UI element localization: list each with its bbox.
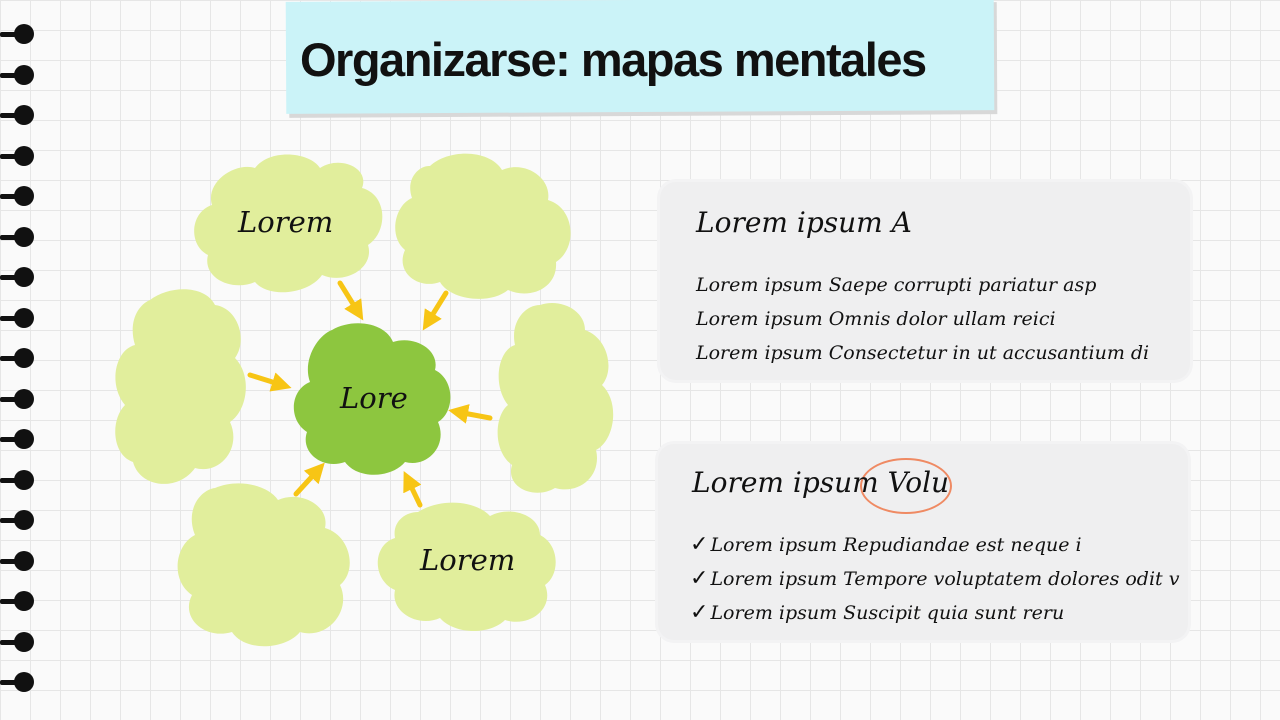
cloud-node-center: Lore: [293, 323, 451, 475]
cloud-node-top-left: Lorem: [194, 154, 383, 293]
page-title: Organizarse: mapas mentales: [300, 33, 927, 86]
spiral-wire: [0, 356, 22, 361]
spiral-wire: [0, 639, 22, 645]
arrow-from-right: [448, 404, 493, 424]
spiral-hole: [14, 388, 34, 409]
spiral-hole: [14, 105, 34, 125]
center-node-label: Lore: [339, 381, 408, 415]
spiral-hole: [14, 226, 34, 247]
spiral-wire: [0, 275, 22, 280]
list-item: Lorem ipsum Saepe corrupti pariatur asp: [696, 274, 1097, 296]
arrow-from-bottom-left: [293, 462, 325, 497]
checklist-item: ✓Lorem ipsum Repudiandae est neque i: [690, 528, 1179, 562]
card-a-list: Lorem ipsum Saepe corrupti pariatur asp …: [696, 268, 1149, 370]
spiral-wire: [0, 72, 22, 78]
connector-arrows: [247, 280, 493, 508]
card-b-heading: Lorem ipsum Volu: [692, 466, 950, 499]
cloud-node-bottom-right: Lorem: [377, 502, 556, 632]
spiral-wire: [0, 194, 22, 199]
spiral-wire: [0, 558, 22, 564]
spiral-hole: [14, 267, 34, 287]
cloud-node-label: Lorem: [237, 205, 333, 239]
list-item: Lorem ipsum Omnis dolor ullam reici: [696, 308, 1056, 330]
spiral-ring: [0, 225, 36, 249]
cloud-node-top-right: [395, 153, 571, 299]
spiral-ring: [0, 630, 36, 654]
spiral-hole: [14, 145, 34, 166]
spiral-hole: [14, 550, 34, 571]
cloud-node-bottom-left: [177, 483, 350, 647]
card-a-heading: Lorem ipsum A: [696, 206, 912, 239]
spiral-ring: [0, 144, 36, 168]
spiral-ring: [0, 184, 36, 208]
spiral-hole: [14, 429, 34, 449]
spiral-ring: [0, 265, 36, 289]
spiral-hole: [14, 672, 34, 692]
arrow-from-top-right: [422, 290, 449, 331]
list-item: Lorem ipsum Consectetur in ut accusantiu…: [696, 342, 1150, 364]
spiral-ring: [0, 22, 36, 46]
arrow-from-left: [247, 372, 292, 392]
spiral-hole: [14, 348, 34, 368]
cloud-node-left: [115, 289, 246, 484]
cloud-node-label: Lorem: [419, 543, 515, 577]
notebook-spiral-binding: [0, 22, 40, 702]
spiral-hole: [14, 186, 34, 206]
spiral-ring: [0, 103, 36, 127]
spiral-wire: [0, 599, 22, 604]
spiral-wire: [0, 153, 22, 159]
info-card-a: Lorem ipsum A Lorem ipsum Saepe corrupti…: [660, 182, 1190, 380]
circle-highlight: [860, 458, 952, 514]
card-b-checklist: ✓Lorem ipsum Repudiandae est neque i ✓Lo…: [690, 528, 1179, 630]
check-icon: ✓: [690, 532, 709, 557]
info-card-b: Lorem ipsum Volu ✓Lorem ipsum Repudianda…: [658, 444, 1188, 640]
check-icon: ✓: [690, 600, 709, 625]
spiral-ring: [0, 346, 36, 370]
spiral-ring: [0, 508, 36, 532]
spiral-ring: [0, 306, 36, 330]
checklist-item: ✓Lorem ipsum Tempore voluptatem dolores …: [690, 562, 1179, 596]
check-icon: ✓: [690, 566, 709, 591]
cloud-node-right: [497, 302, 614, 493]
spiral-ring: [0, 589, 36, 613]
arrow-from-top-left: [337, 280, 364, 321]
spiral-wire: [0, 113, 22, 118]
spiral-hole: [14, 510, 34, 530]
spiral-ring: [0, 427, 36, 451]
spiral-ring: [0, 468, 36, 492]
spiral-ring: [0, 387, 36, 411]
checklist-item-text: Lorem ipsum Repudiandae est neque i: [710, 534, 1082, 556]
spiral-wire: [0, 518, 22, 523]
checklist-item: ✓Lorem ipsum Suscipit quia sunt reru: [690, 596, 1179, 630]
spiral-hole: [14, 64, 34, 85]
spiral-hole: [14, 307, 34, 328]
spiral-wire: [0, 680, 22, 685]
spiral-wire: [0, 477, 22, 483]
spiral-wire: [0, 234, 22, 240]
spiral-wire: [0, 315, 22, 321]
spiral-ring: [0, 670, 36, 694]
spiral-ring: [0, 63, 36, 87]
spiral-hole: [14, 24, 34, 44]
spiral-wire: [0, 396, 22, 402]
spiral-wire: [0, 437, 22, 442]
spiral-hole: [14, 469, 34, 490]
checklist-item-text: Lorem ipsum Suscipit quia sunt reru: [710, 602, 1065, 624]
spiral-ring: [0, 549, 36, 573]
arrow-from-bottom-right: [403, 470, 423, 508]
spiral-hole: [14, 591, 34, 611]
spiral-wire: [0, 32, 22, 37]
checklist-item-text: Lorem ipsum Tempore voluptatem dolores o…: [710, 568, 1180, 590]
spiral-hole: [14, 631, 34, 652]
